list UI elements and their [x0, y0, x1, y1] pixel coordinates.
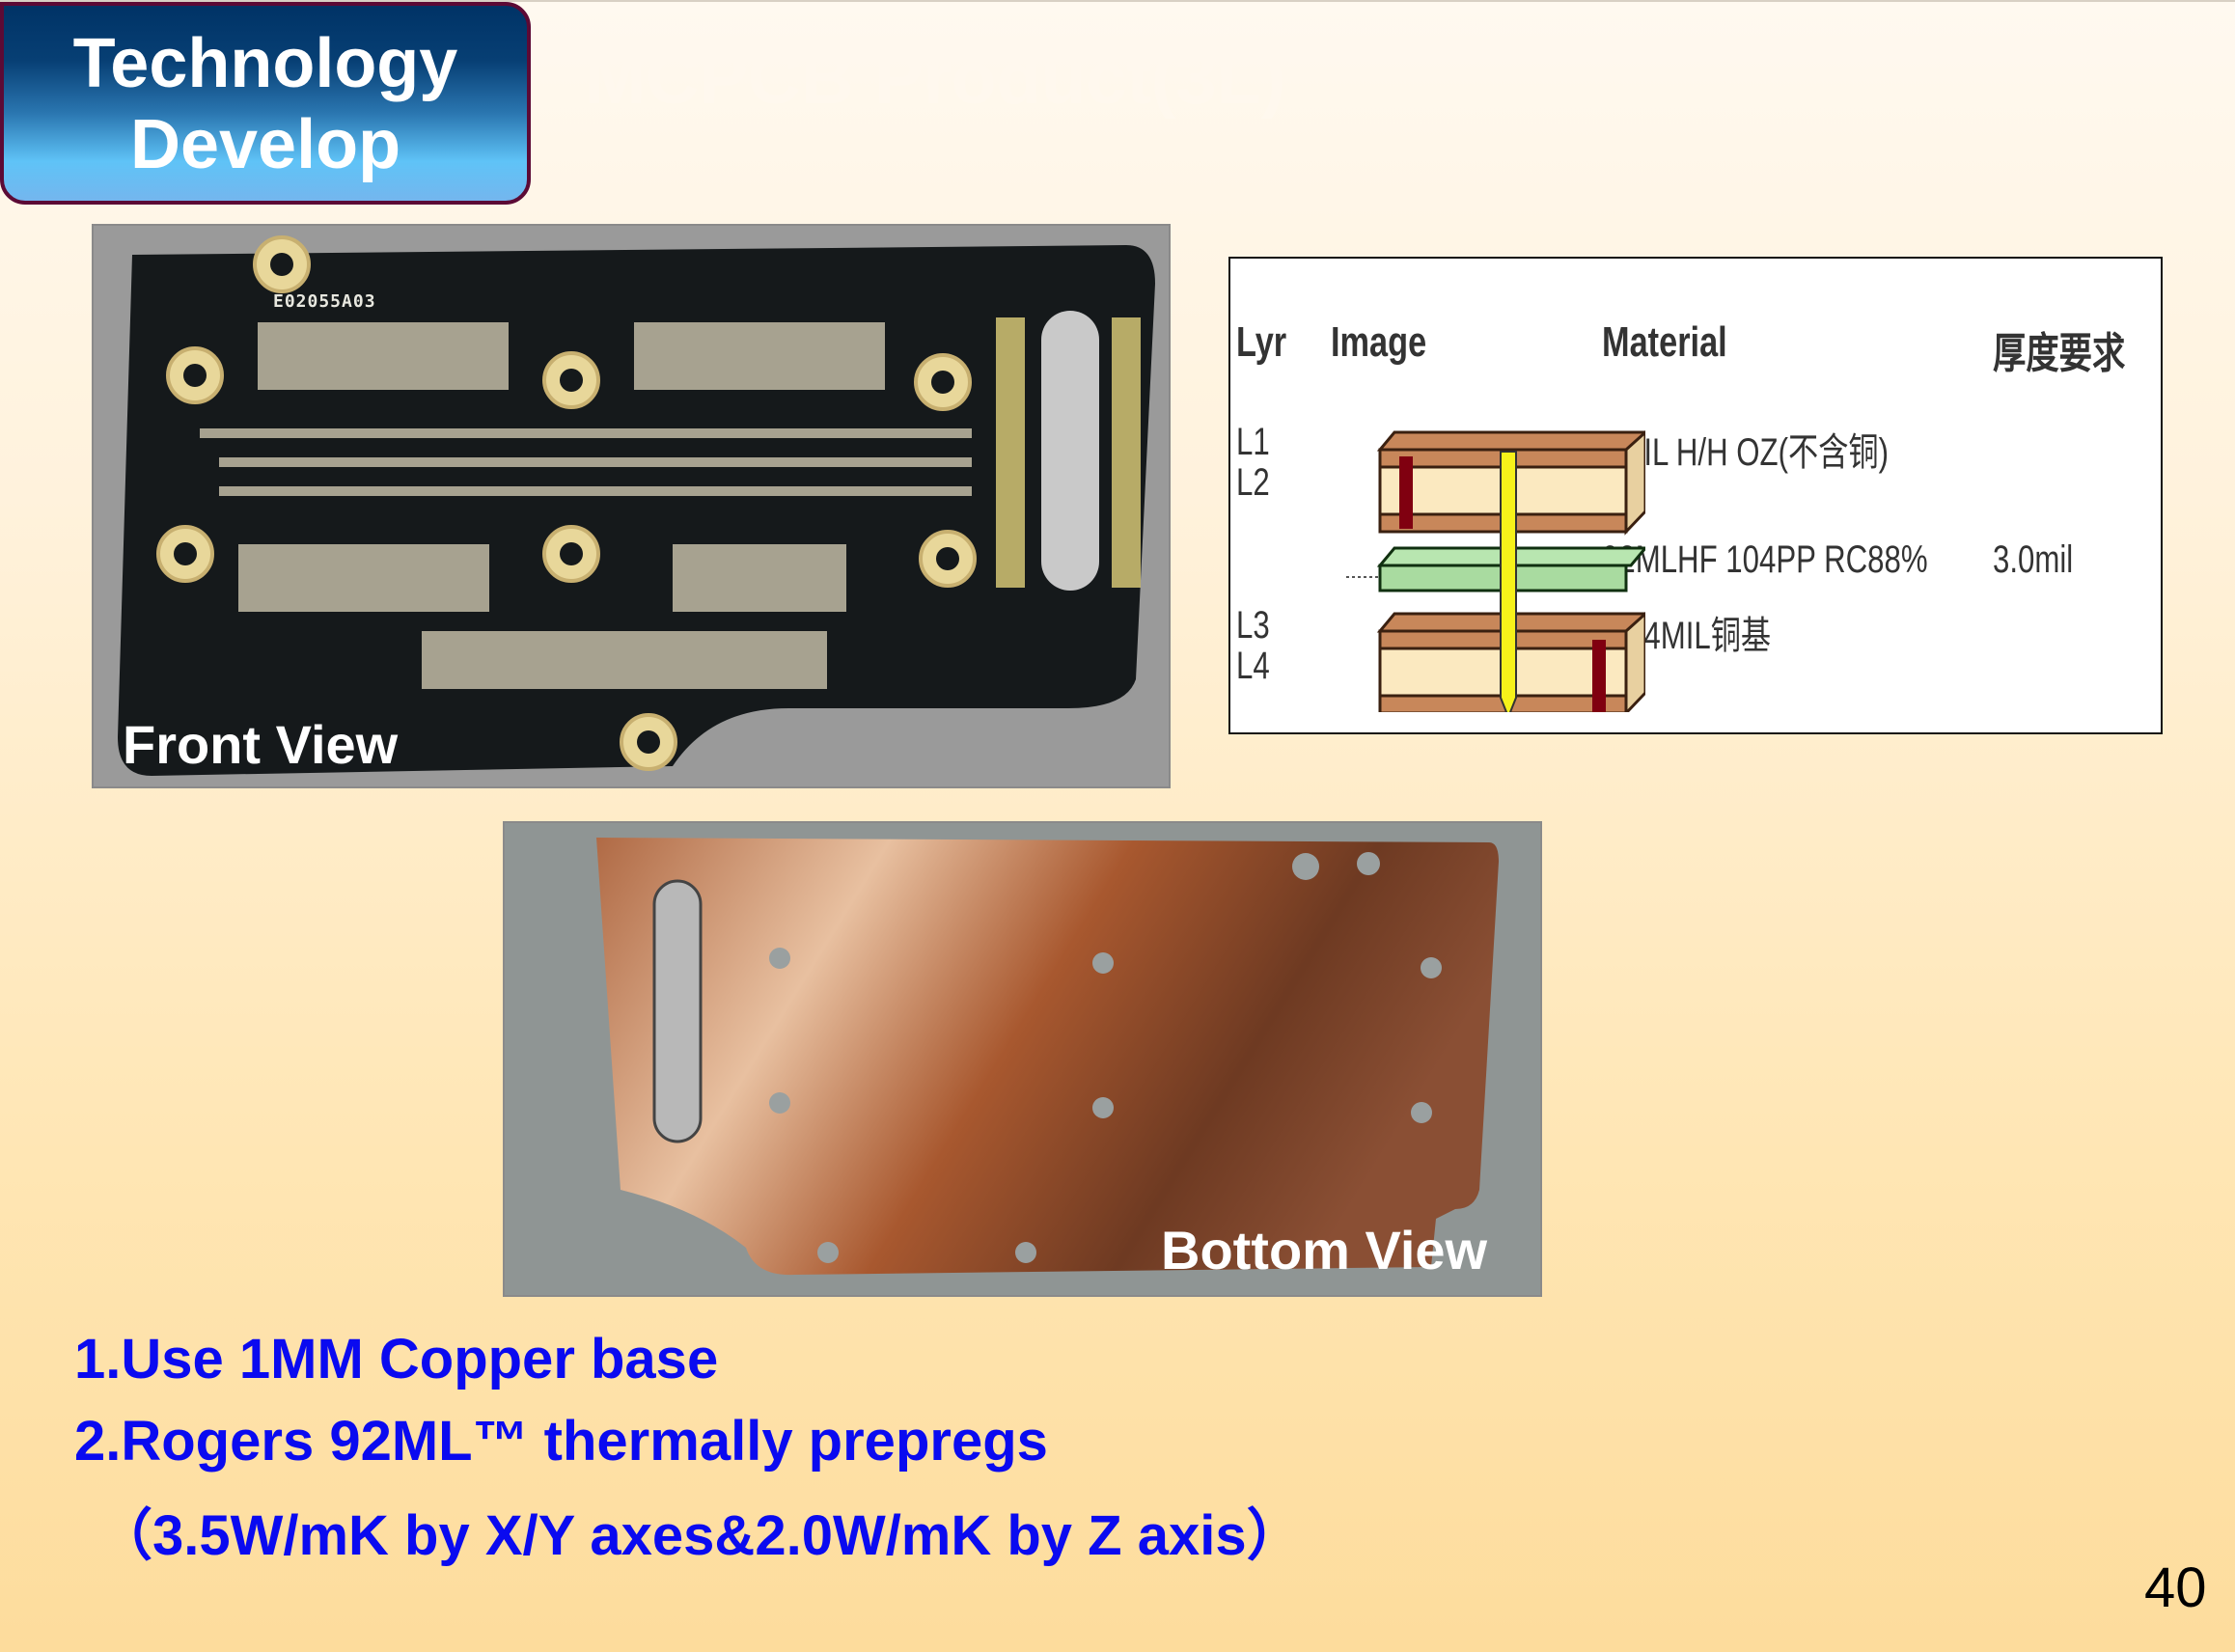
thickness-prepreg: 3.0mil — [1993, 538, 2074, 581]
header-layer: Lyr — [1236, 318, 1287, 366]
header-thickness: 厚度要求 — [1993, 330, 2126, 377]
front-view-photo: E02055A03 Front View — [92, 224, 1171, 788]
board-marking: E02055A03 — [273, 291, 376, 312]
bottom-view-photo: Bottom View — [503, 821, 1542, 1297]
material-l1-l2: 3MIL H/H OZ(不含铜) — [1602, 431, 1889, 474]
material-prepreg: 92MLHF 104PP RC88% — [1602, 538, 1928, 581]
top-rule — [0, 0, 2235, 2]
layer-label: L2 — [1236, 461, 1270, 504]
pcb-front-image — [118, 235, 1155, 776]
layer-label: L3 — [1236, 604, 1270, 647]
layer-stackup-table: Lyr Image Material 厚度要求 L1 L2 L3 L4 3MIL… — [1228, 257, 2163, 734]
layer-label: L1 — [1236, 421, 1270, 463]
badge-line-2: Develop — [129, 106, 401, 183]
layer-label: L4 — [1236, 645, 1270, 687]
badge-line-1: Technology — [72, 25, 458, 102]
section-badge: Technology Develop — [0, 2, 531, 205]
header-image: Image — [1331, 318, 1427, 366]
front-view-caption: Front View — [123, 714, 399, 775]
slide-title: MCPCB Product(3L) — [585, 38, 1286, 120]
note-prepreg: 2.Rogers 92ML™ thermally prepregs — [74, 1410, 1048, 1473]
page-number: 40 — [2144, 1556, 2207, 1619]
stackup-diagram — [1346, 429, 1645, 712]
copper-base-image — [596, 838, 1499, 1276]
note-copper-base: 1.Use 1MM Copper base — [74, 1328, 719, 1390]
bottom-view-caption: Bottom View — [1161, 1220, 1488, 1280]
note-thermal-conductivity: （3.5W/mK by X/Y axes&2.0W/mK by Z axis） — [97, 1504, 1303, 1567]
header-material: Material — [1602, 318, 1727, 366]
